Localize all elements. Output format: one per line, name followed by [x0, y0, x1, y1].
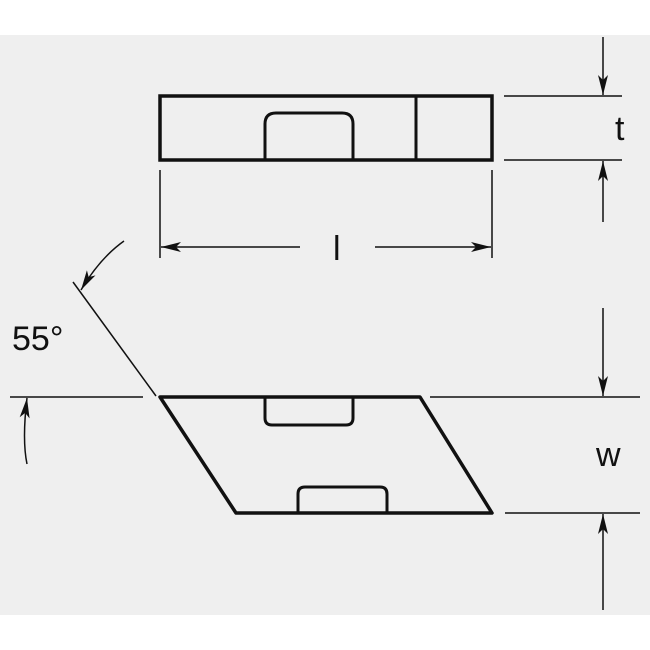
background-panel	[0, 35, 650, 615]
width-dimension	[430, 308, 640, 610]
curved-arrow-icon	[19, 397, 30, 465]
top-view-tab	[263, 111, 355, 160]
bottom-view	[158, 395, 494, 515]
length-label: l	[333, 230, 341, 268]
width-label: w	[595, 436, 621, 474]
thickness-dimension	[504, 37, 622, 222]
angle-dimension	[10, 240, 157, 465]
bottom-view-top-tab	[263, 397, 355, 427]
top-view	[158, 94, 494, 162]
thickness-label: t	[615, 110, 625, 148]
bottom-view-outline	[158, 395, 494, 515]
angle-leg-slanted	[72, 281, 157, 397]
curved-arrow-icon	[80, 240, 125, 291]
bottom-view-bottom-tab	[296, 485, 389, 513]
top-view-outline	[158, 94, 494, 162]
length-dimension	[159, 170, 493, 258]
angle-label: 55°	[12, 320, 63, 358]
